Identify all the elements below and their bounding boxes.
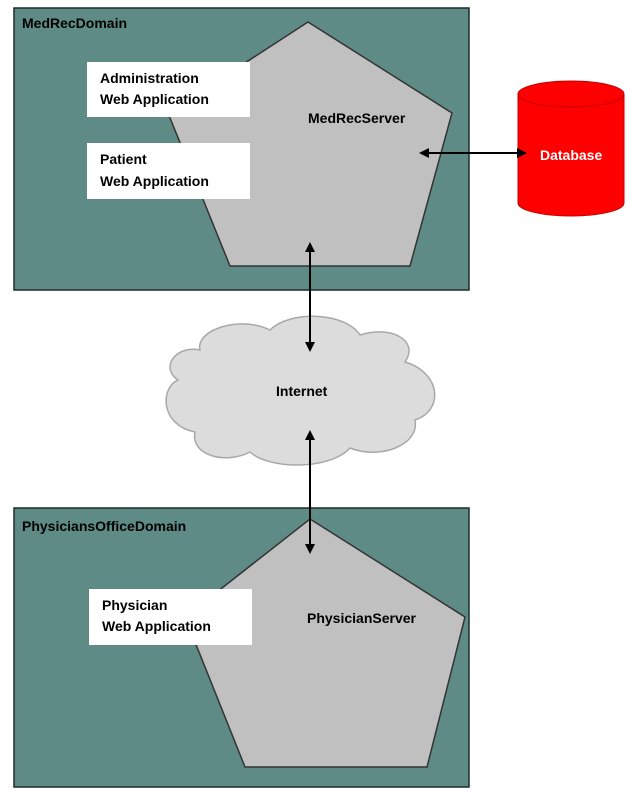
administration-app-line2: Web Application xyxy=(100,91,209,107)
physicians-domain-title: PhysiciansOfficeDomain xyxy=(22,518,186,534)
patient-app-line2: Web Application xyxy=(100,173,209,189)
physician-web-app: Physician Web Application xyxy=(89,589,252,645)
administration-app-box xyxy=(87,62,250,117)
physician-app-box xyxy=(89,589,252,645)
patient-app-box xyxy=(87,143,250,199)
medrec-server-label: MedRecServer xyxy=(308,110,406,126)
administration-web-app: Administration Web Application xyxy=(87,62,250,117)
physician-server-label: PhysicianServer xyxy=(307,610,417,626)
patient-web-app: Patient Web Application xyxy=(87,143,250,199)
medrec-domain-title: MedRecDomain xyxy=(22,15,127,31)
internet-cloud: Internet xyxy=(165,315,436,466)
database: Database xyxy=(517,80,625,217)
internet-label: Internet xyxy=(276,383,328,399)
patient-app-line1: Patient xyxy=(100,151,147,167)
physician-app-line2: Web Application xyxy=(102,618,211,634)
database-cylinder-body xyxy=(517,93,625,217)
svg-text:Patient Web Applicatio: Patient Web Application xyxy=(100,151,209,189)
svg-text:Administration Web App: Administration Web Application xyxy=(100,70,209,107)
physician-app-line1: Physician xyxy=(102,597,167,613)
svg-text:Physician Web Applicat: Physician Web Application xyxy=(102,597,211,634)
database-cylinder-top xyxy=(517,80,625,108)
administration-app-line1: Administration xyxy=(100,70,199,86)
medrec-domain: MedRecDomain MedRecServer Administration… xyxy=(13,7,470,291)
database-label: Database xyxy=(540,147,602,163)
physicians-office-domain: PhysiciansOfficeDomain PhysicianServer P… xyxy=(13,507,470,788)
